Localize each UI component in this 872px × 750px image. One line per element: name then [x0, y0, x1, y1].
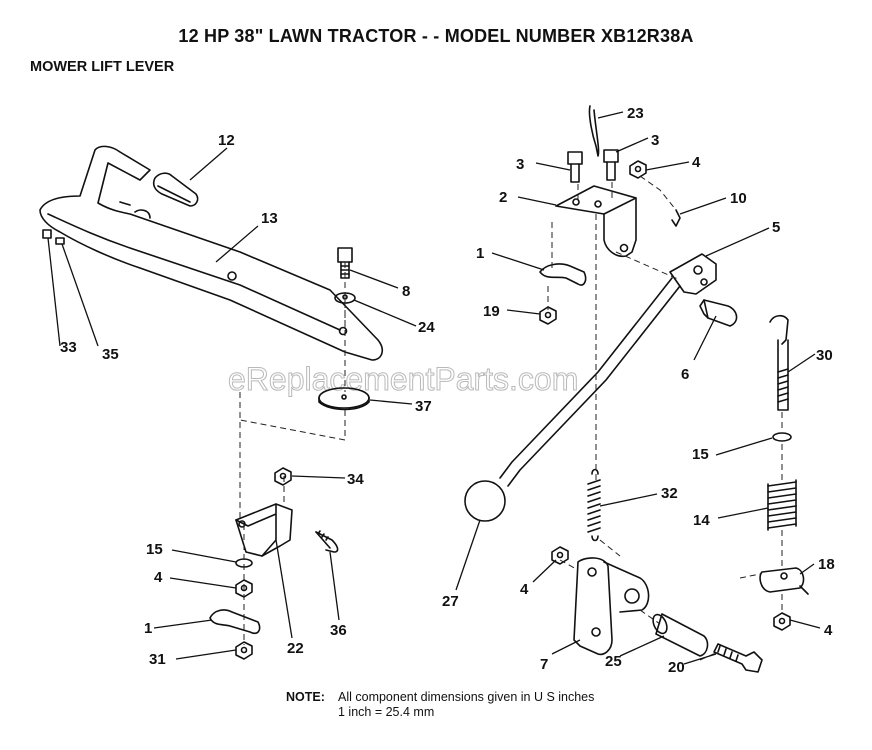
callout-31: 31: [149, 651, 166, 668]
callout-37: 37: [415, 398, 432, 415]
note-line-2: 1 inch = 25.4 mm: [338, 705, 435, 719]
callout-12: 12: [218, 132, 235, 149]
grip-part: [152, 172, 199, 207]
sleeve-part: [652, 613, 709, 657]
lift-link-part: [769, 314, 789, 411]
lift-lever-part: [499, 253, 717, 487]
nut-part: [551, 546, 569, 565]
spring-part: [587, 468, 601, 542]
callout-34: 34: [347, 471, 364, 488]
callout-33: 33: [60, 339, 77, 356]
clip-part: [539, 263, 587, 286]
callout-15: 15: [146, 541, 163, 558]
knob-part: [464, 480, 506, 522]
callout-35: 35: [102, 346, 119, 363]
callout-3: 3: [516, 156, 524, 173]
lever-handle-part: [39, 145, 384, 361]
callout-23: 23: [627, 105, 644, 122]
nut-part: [773, 612, 791, 631]
nut-part: [235, 641, 253, 660]
callout-19: 19: [483, 303, 500, 320]
callout-24: 24: [418, 319, 435, 336]
callout-13: 13: [261, 210, 278, 227]
disc-part: [318, 387, 370, 411]
page-title: 12 HP 38" LAWN TRACTOR - - MODEL NUMBER …: [178, 26, 694, 46]
callout-20: 20: [668, 659, 685, 676]
bracket-part: [555, 185, 637, 258]
clip-part: [209, 609, 261, 635]
spring-part: [767, 479, 797, 531]
carriage-bolt-part: [315, 530, 339, 553]
callout-25: 25: [605, 653, 622, 670]
callout-8: 8: [402, 283, 410, 300]
callout-4: 4: [154, 569, 163, 586]
cotter-pin-part: [671, 209, 681, 227]
shoulder-bolt-part: [699, 299, 738, 327]
callout-4: 4: [520, 581, 529, 598]
section-subtitle: MOWER LIFT LEVER: [30, 59, 175, 75]
pin-part: [42, 229, 65, 245]
trunnion-part: [759, 567, 809, 595]
callout-22: 22: [287, 640, 304, 657]
bolt-part: [567, 149, 619, 183]
callout-15: 15: [692, 446, 709, 463]
callout-2: 2: [499, 189, 507, 206]
dimension-note: NOTE: All component dimensions given in U…: [286, 690, 594, 720]
cotter-pin-part: [588, 105, 600, 157]
note-line-1: All component dimensions given in U S in…: [338, 690, 595, 704]
callout-7: 7: [540, 656, 548, 673]
watermark: eReplacementParts.com: [228, 361, 578, 397]
washer-part: [772, 432, 792, 442]
note-label: NOTE:: [286, 690, 325, 704]
callout-30: 30: [816, 347, 833, 364]
nut-part: [274, 467, 292, 486]
callout-1: 1: [144, 620, 152, 637]
callout-4: 4: [692, 154, 701, 171]
lift-plate-part: [573, 557, 650, 656]
callout-18: 18: [818, 556, 835, 573]
bolt-part: [713, 643, 763, 673]
callout-32: 32: [661, 485, 678, 502]
callout-1: 1: [476, 245, 484, 262]
callout-36: 36: [330, 622, 347, 639]
callout-27: 27: [442, 593, 459, 610]
callout-10: 10: [730, 190, 747, 207]
callout-6: 6: [681, 366, 689, 383]
callout-3: 3: [651, 132, 659, 149]
callout-5: 5: [772, 219, 780, 236]
callout-4: 4: [824, 622, 833, 639]
nut-part: [629, 160, 647, 179]
callout-14: 14: [693, 512, 710, 529]
